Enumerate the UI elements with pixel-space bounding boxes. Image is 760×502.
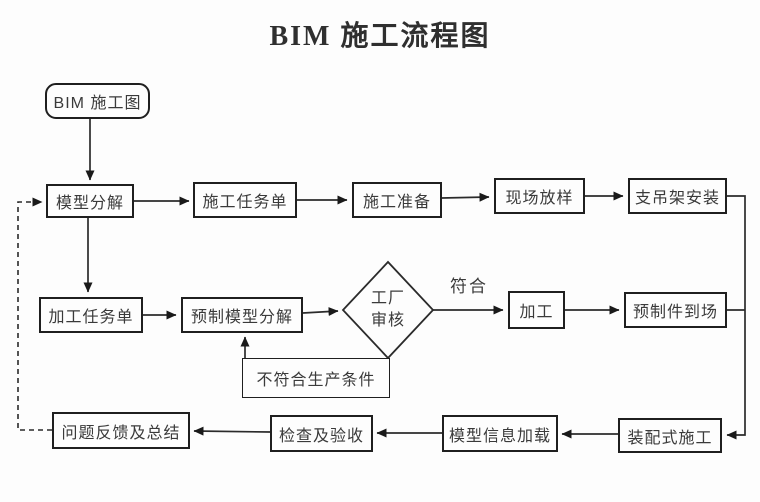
node-label: 预制件到场	[632, 304, 718, 321]
edge-prefabmodel-review	[302, 307, 339, 317]
node-construction-task-list: 施工任务单	[193, 182, 297, 218]
decision-factory-review-shape	[341, 260, 435, 360]
edge-prep-layout	[441, 192, 490, 202]
node-model-info-load: 模型信息加载	[442, 415, 558, 452]
node-label: 施工准备	[362, 194, 431, 211]
node-feedback-summary: 问题反馈及总结	[52, 412, 190, 449]
node-label: 施工任务单	[202, 194, 288, 211]
node-label: 加工	[519, 304, 554, 321]
node-model-decompose: 模型分解	[46, 184, 134, 218]
node-assembly-construction: 装配式施工	[618, 418, 722, 453]
node-label: 问题反馈及总结	[61, 424, 181, 442]
decision-label-line2: 审核	[370, 312, 405, 329]
node-bim-construction-drawing: BIM 施工图	[45, 83, 150, 119]
edge-inspection-feedback	[193, 426, 271, 436]
node-hanger-installation: 支吊架安装	[628, 178, 727, 214]
node-not-meet-production-condition: 不符合生产条件	[242, 358, 390, 398]
edge-label-conform: 符合	[450, 277, 488, 296]
node-prefab-arrival: 预制件到场	[624, 292, 727, 328]
diagram-title: BIM 施工流程图	[269, 21, 491, 52]
edge-feedback-modeldecompose-dashed	[17, 197, 52, 431]
edge-hanger-assembly	[726, 195, 746, 440]
node-inspection-acceptance: 检查及验收	[270, 415, 373, 452]
node-label: 支吊架安装	[634, 190, 720, 207]
node-site-setting-out: 现场放样	[494, 178, 585, 214]
node-label: 现场放样	[505, 190, 574, 207]
node-label: 加工任务单	[48, 309, 134, 326]
node-label: 模型分解	[55, 195, 124, 212]
decision-label-line1: 工厂	[370, 290, 405, 307]
node-construction-preparation: 施工准备	[352, 182, 442, 218]
node-processing-task-list: 加工任务单	[39, 297, 143, 333]
node-processing: 加工	[508, 291, 565, 329]
node-label: 检查及验收	[278, 427, 364, 445]
node-label: 预制模型分解	[190, 309, 293, 326]
node-label: BIM 施工图	[53, 95, 142, 112]
node-label: 装配式施工	[627, 429, 713, 447]
node-label: 模型信息加载	[448, 427, 551, 445]
node-prefab-model-decompose: 预制模型分解	[181, 297, 303, 333]
decision-factory-review: 工厂 审核	[354, 288, 422, 332]
node-label: 不符合生产条件	[256, 372, 376, 389]
